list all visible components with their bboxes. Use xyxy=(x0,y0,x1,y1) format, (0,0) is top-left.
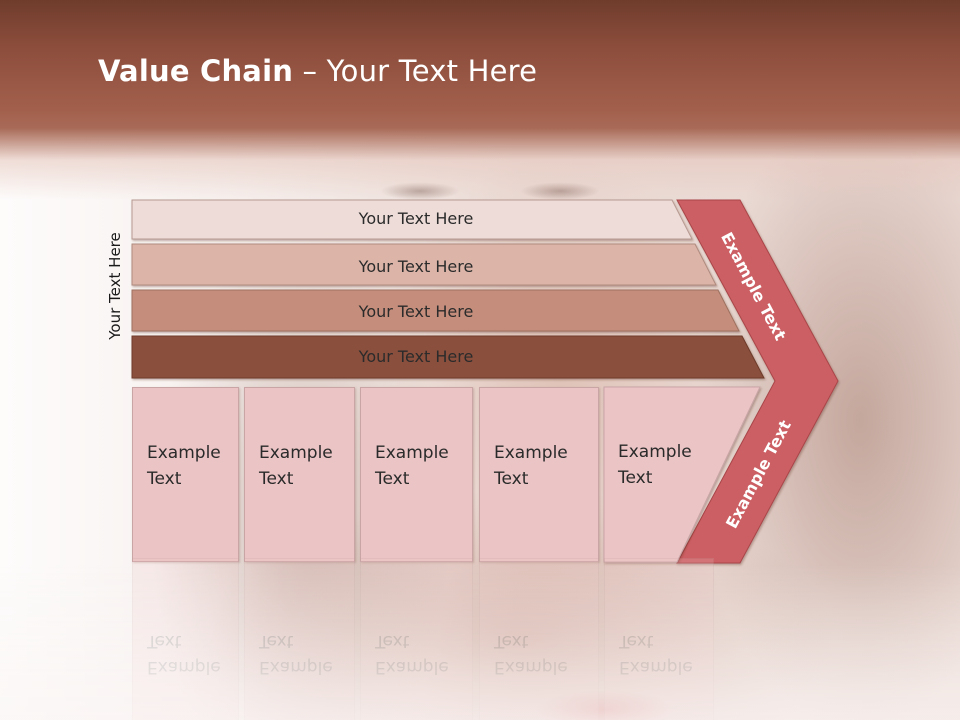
support-band-4 xyxy=(131,335,765,379)
primary-box-5: Example Text xyxy=(604,387,714,562)
support-band-1 xyxy=(131,199,693,240)
primary-box-2-line1: Example xyxy=(259,443,333,463)
primary-box-3: Example Text xyxy=(360,387,473,562)
support-band-3 xyxy=(131,289,740,332)
primary-box-5-shape xyxy=(603,386,761,563)
title-rest: – Your Text Here xyxy=(293,54,538,88)
support-band-3-label: Your Text Here xyxy=(358,302,474,321)
primary-box-2: Example Text xyxy=(244,387,355,562)
primary-box-3-line2: Text xyxy=(375,469,410,489)
support-band-4-label: Your Text Here xyxy=(358,347,474,366)
primary-box-1-line2: Text xyxy=(147,469,182,489)
primary-box-4-line1: Example xyxy=(494,443,568,463)
primary-box-5-line1: Example xyxy=(618,442,692,462)
primary-box-2-line2: Text xyxy=(259,469,294,489)
primary-box-4-line2: Text xyxy=(494,469,529,489)
header-band xyxy=(0,0,960,200)
primary-box-1: Example Text xyxy=(132,387,239,562)
primary-box-5-line2: Text xyxy=(618,468,653,488)
support-band-2-label: Your Text Here xyxy=(358,257,474,276)
title-bold: Value Chain xyxy=(98,54,294,88)
slide-title: Value Chain – Your Text Here xyxy=(98,54,537,88)
primary-box-3-line1: Example xyxy=(375,443,449,463)
support-band-2 xyxy=(131,243,717,286)
support-band-1-label: Your Text Here xyxy=(358,209,474,228)
primary-box-4: Example Text xyxy=(479,387,599,562)
primary-box-1-line1: Example xyxy=(147,443,221,463)
